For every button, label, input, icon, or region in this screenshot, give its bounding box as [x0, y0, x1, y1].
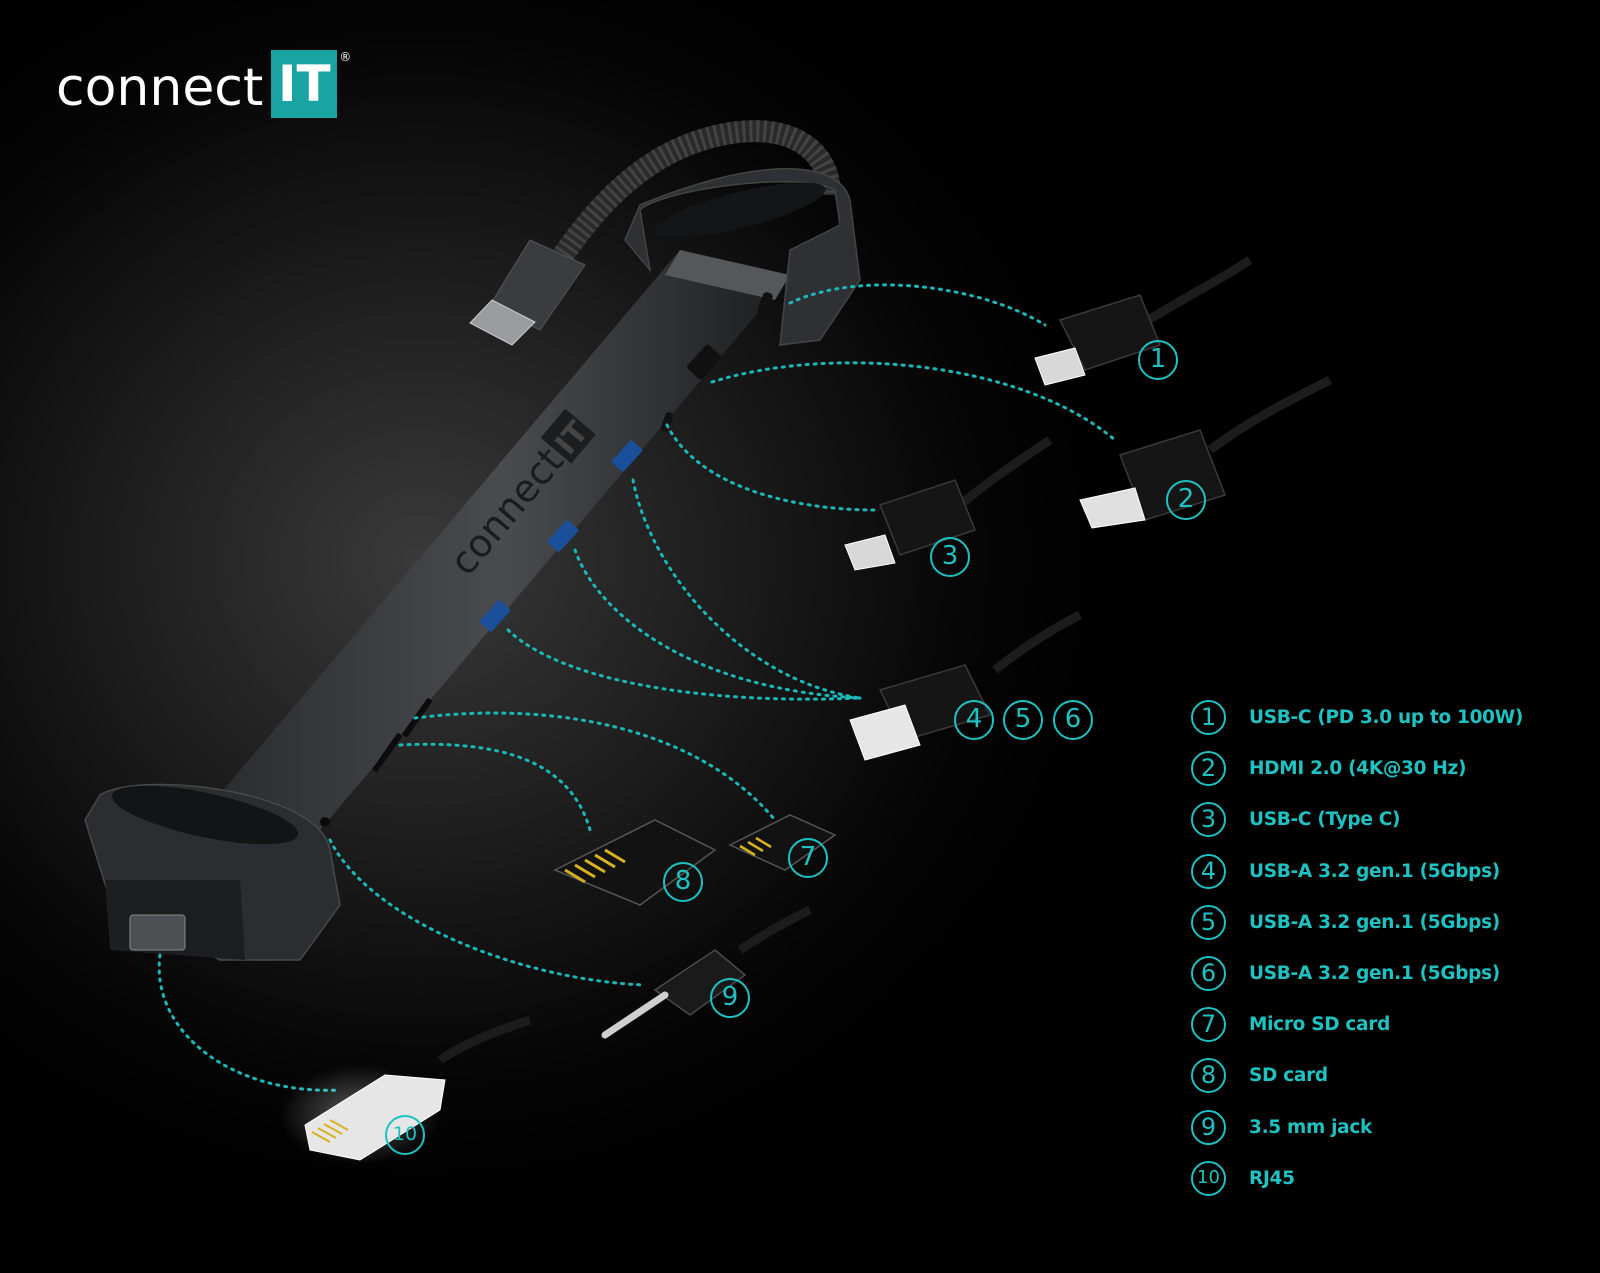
rj45-port: [129, 914, 186, 951]
usb-a-port-2: [547, 520, 579, 552]
legend-item: 4 USB-A 3.2 gen.1 (5Gbps): [1191, 846, 1523, 897]
legend-label: USB-C (PD 3.0 up to 100W): [1249, 707, 1523, 729]
legend-label: USB-C (Type C): [1249, 809, 1401, 831]
brand-word: connect: [56, 58, 264, 118]
brand-mark: IT: [271, 50, 338, 118]
microsd-card-illustration: [728, 814, 837, 871]
legend-number: 7: [1191, 1007, 1226, 1043]
callout-9: 9: [710, 978, 750, 1018]
legend-label: Micro SD card: [1249, 1014, 1391, 1036]
usb-c-pd-port: [757, 292, 773, 316]
lower-stand: [84, 783, 341, 961]
legend-item: 3 USB-C (Type C): [1191, 794, 1523, 845]
legend-item: 5 USB-A 3.2 gen.1 (5Gbps): [1191, 897, 1523, 948]
legend-label: USB-A 3.2 gen.1 (5Gbps): [1249, 911, 1500, 933]
hub-body: [215, 250, 790, 830]
callout-7: 7: [788, 838, 828, 878]
legend-label: 3.5 mm jack: [1249, 1116, 1373, 1138]
callout-1: 1: [1138, 340, 1178, 380]
usb-c-cable-plug: [469, 239, 586, 346]
sd-card-illustration: [553, 819, 717, 906]
legend-label: USB-A 3.2 gen.1 (5Gbps): [1249, 860, 1500, 882]
callout-4: 4: [954, 700, 994, 740]
braided-cable: [550, 120, 841, 267]
brand-logo: connect IT ®: [56, 48, 351, 118]
legend-item: 9 3.5 mm jack: [1191, 1102, 1523, 1153]
callout-8: 8: [663, 862, 703, 902]
sd-slot: [372, 733, 402, 772]
registered-mark: ®: [339, 50, 352, 64]
legend-item: 7 Micro SD card: [1191, 999, 1523, 1050]
legend-number: 10: [1191, 1160, 1226, 1196]
callout-3: 3: [930, 537, 970, 577]
legend-number: 5: [1191, 904, 1226, 940]
hub-ports: [320, 292, 773, 827]
audio-jack-port: [320, 817, 330, 827]
callout-10: 10: [385, 1115, 425, 1155]
legend-label: RJ45: [1249, 1167, 1295, 1189]
legend-item: 1 USB-C (PD 3.0 up to 100W): [1191, 692, 1523, 743]
legend-number: 6: [1191, 956, 1226, 992]
usb-a-port-3: [479, 600, 511, 632]
legend-number: 8: [1191, 1058, 1226, 1094]
callout-5: 5: [1003, 700, 1043, 740]
legend-number: 9: [1191, 1109, 1226, 1145]
upper-stand: [624, 168, 861, 346]
legend-label: HDMI 2.0 (4K@30 Hz): [1249, 758, 1467, 780]
legend-number: 4: [1191, 853, 1226, 889]
legend-item: 8 SD card: [1191, 1050, 1523, 1101]
usb-a-port-1: [611, 440, 643, 472]
legend-number: 3: [1191, 802, 1226, 838]
usb-c-pd-plug-illustration: [1034, 256, 1253, 386]
callout-6: 6: [1053, 700, 1093, 740]
legend-number: 2: [1191, 751, 1226, 787]
legend-item: 2 HDMI 2.0 (4K@30 Hz): [1191, 743, 1523, 794]
legend-label: SD card: [1249, 1065, 1328, 1087]
hdmi-port: [687, 344, 721, 380]
callout-2: 2: [1166, 480, 1206, 520]
legend-item: 6 USB-A 3.2 gen.1 (5Gbps): [1191, 948, 1523, 999]
usb-c-plug-illustration: [844, 436, 1053, 571]
audio-jack-illustration: [601, 905, 813, 1039]
legend-item: 10 RJ45: [1191, 1153, 1523, 1204]
legend-number: 1: [1191, 700, 1226, 736]
legend-label: USB-A 3.2 gen.1 (5Gbps): [1249, 963, 1500, 985]
port-legend: 1 USB-C (PD 3.0 up to 100W) 2 HDMI 2.0 (…: [1191, 692, 1523, 1204]
usb-c-port: [660, 412, 674, 432]
